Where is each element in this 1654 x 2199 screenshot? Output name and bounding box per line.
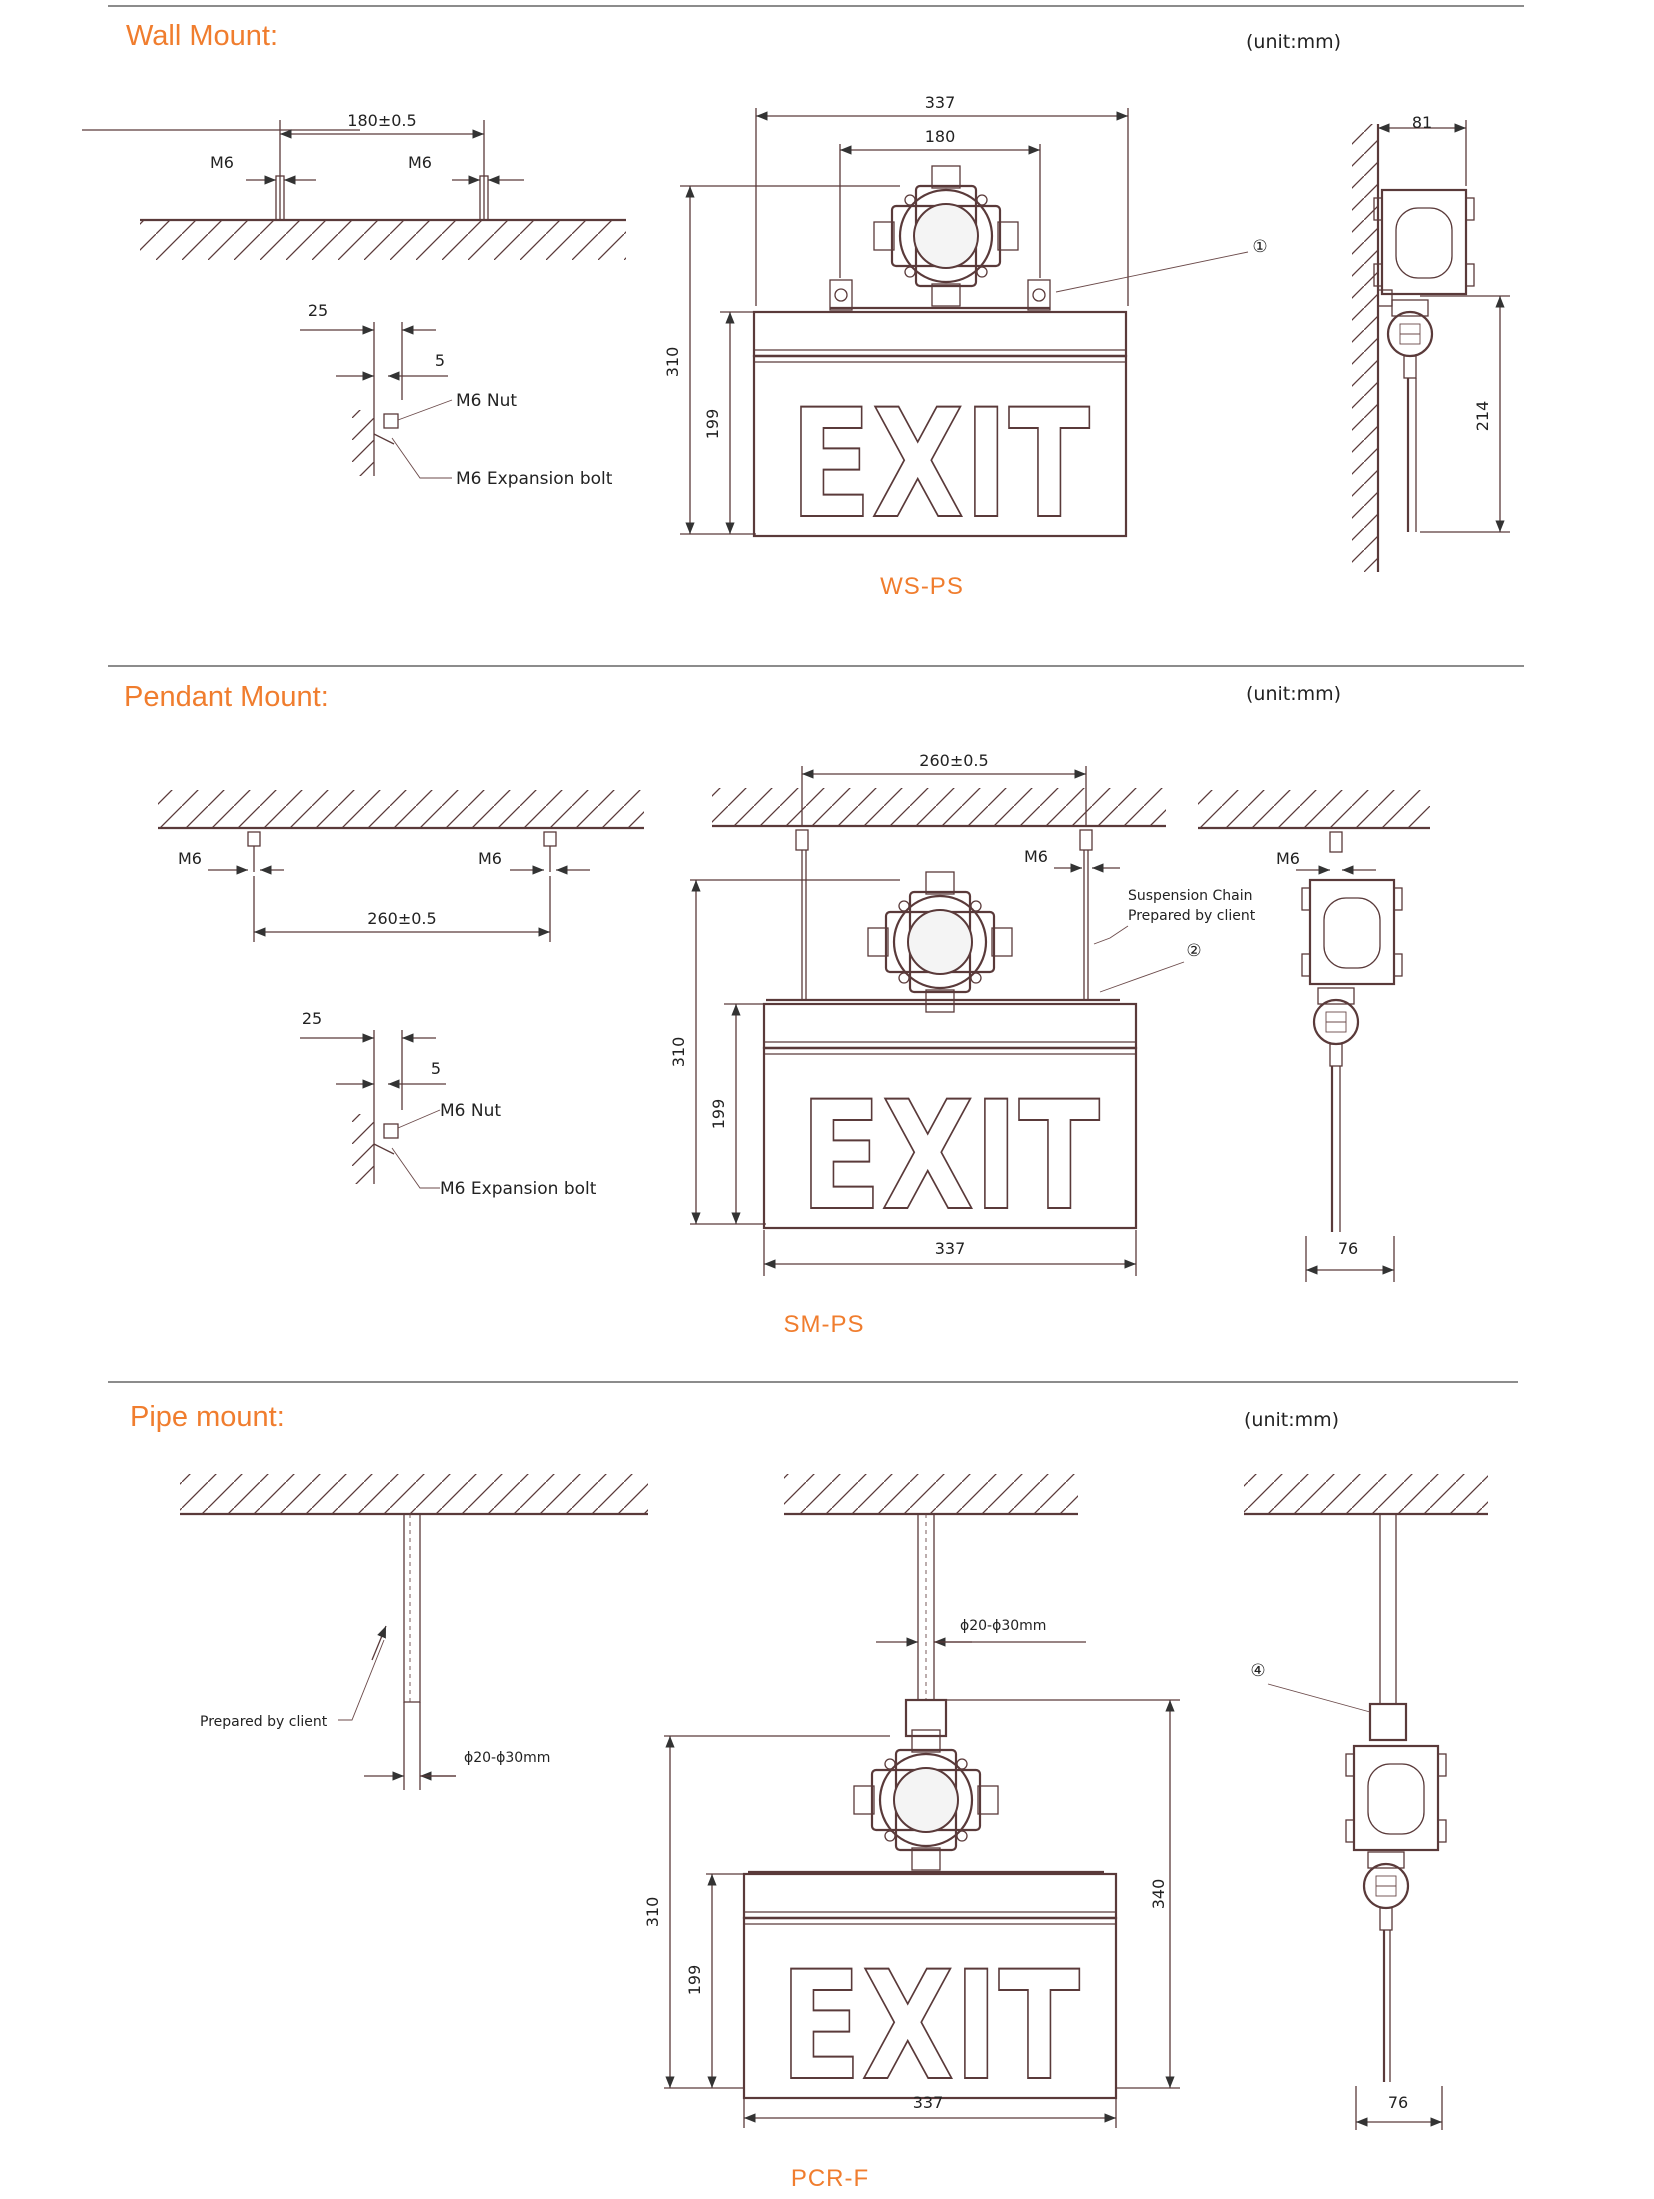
callout-4: ④ (1250, 1661, 1265, 1681)
section-pipe-mount: Pipe mount: (unit:mm) Prepared by client… (108, 1381, 1518, 2192)
dim-depth: 76 (1388, 2093, 1408, 2112)
unit-label: (unit:mm) (1244, 1409, 1339, 1431)
exit-sign-text: EXIT (780, 1940, 1080, 2114)
dim-offset-25: 25 (308, 301, 328, 320)
model-label: SM-PS (783, 1311, 864, 1338)
dim-total-height: 340 (1149, 1879, 1168, 1910)
model-label: PCR-F (791, 2165, 869, 2192)
pipe-label: Prepared by client (200, 1714, 328, 1730)
section-wall-mount: Wall Mount: (unit:mm) 180±0.5 M6 M6 25 (82, 5, 1524, 600)
bolt-label: M6 Expansion bolt (440, 1179, 597, 1199)
wall-side-view: 81 214 (1352, 113, 1510, 572)
dim-offset-25: 25 (302, 1009, 322, 1028)
pipe-diameter: ϕ20-ϕ30mm (464, 1750, 550, 1766)
pipe-detail: Prepared by client ϕ20-ϕ30mm (180, 1474, 648, 1790)
pendant-front-view: 260±0.5 M6 Suspension Chain Prepared by … (669, 751, 1256, 1338)
dim-offset-5: 5 (435, 351, 445, 370)
bolt-label-front: M6 (1024, 847, 1048, 866)
dim-height: 310 (643, 1897, 662, 1928)
unit-label: (unit:mm) (1246, 683, 1341, 705)
dim-height: 310 (669, 1037, 688, 1068)
bolt-label-right: M6 (408, 153, 432, 172)
bolt-label-left: M6 (178, 849, 202, 868)
wall-detail: 180±0.5 M6 M6 25 5 M6 Nut M6 Expansion b… (82, 111, 626, 489)
callout-2: ② (1186, 941, 1201, 961)
dim-width: 337 (913, 2093, 944, 2112)
dim-bolt-spacing: 260±0.5 (367, 909, 436, 928)
pendant-side-view: M6 76 (1198, 790, 1430, 1282)
nut-label: M6 Nut (456, 391, 517, 411)
unit-label: (unit:mm) (1246, 31, 1341, 53)
dim-panel-height: 199 (703, 409, 722, 440)
dim-panel-height: 199 (709, 1099, 728, 1130)
callout-1: ① (1252, 237, 1267, 257)
dim-bracket: 180 (925, 127, 956, 146)
pipe-side-view: ④ 76 (1244, 1474, 1488, 2130)
dim-bolt-spacing: 180±0.5 (347, 111, 416, 130)
dim-depth: 76 (1338, 1239, 1358, 1258)
chain-label-line1: Suspension Chain (1128, 888, 1253, 904)
dim-width: 337 (925, 93, 956, 112)
dim-width: 337 (935, 1239, 966, 1258)
section-title: Pipe mount: (130, 1401, 285, 1433)
wall-front-view: 337 180 310 199 ① WS-PS (663, 93, 1268, 600)
dim-height: 310 (663, 347, 682, 378)
bolt-label-right: M6 (478, 849, 502, 868)
pipe-diameter-front: ϕ20-ϕ30mm (960, 1618, 1046, 1634)
pipe-front-view: ϕ20-ϕ30mm 310 199 340 337 PCR-F (643, 1474, 1180, 2192)
chain-label-line2: Prepared by client (1128, 908, 1256, 924)
dim-panel-height: 199 (685, 1965, 704, 1996)
bolt-label-left: M6 (210, 153, 234, 172)
nut-label: M6 Nut (440, 1101, 501, 1121)
dim-depth: 81 (1412, 113, 1432, 132)
model-label: WS-PS (880, 573, 964, 600)
dim-offset-5: 5 (431, 1059, 441, 1078)
exit-sign-text: EXIT (790, 378, 1090, 552)
section-title: Pendant Mount: (124, 681, 329, 713)
pendant-detail: M6 M6 260±0.5 25 5 M6 Nut M6 Expansion b… (158, 790, 644, 1199)
exit-sign-text: EXIT (800, 1070, 1100, 1244)
dim-bolt-spacing-front: 260±0.5 (919, 751, 988, 770)
section-pendant-mount: Pendant Mount: (unit:mm) M6 M6 260±0.5 (108, 665, 1524, 1338)
bolt-label: M6 Expansion bolt (456, 469, 613, 489)
bolt-label-side: M6 (1276, 849, 1300, 868)
dim-side-height: 214 (1473, 401, 1492, 432)
section-title: Wall Mount: (126, 20, 278, 52)
